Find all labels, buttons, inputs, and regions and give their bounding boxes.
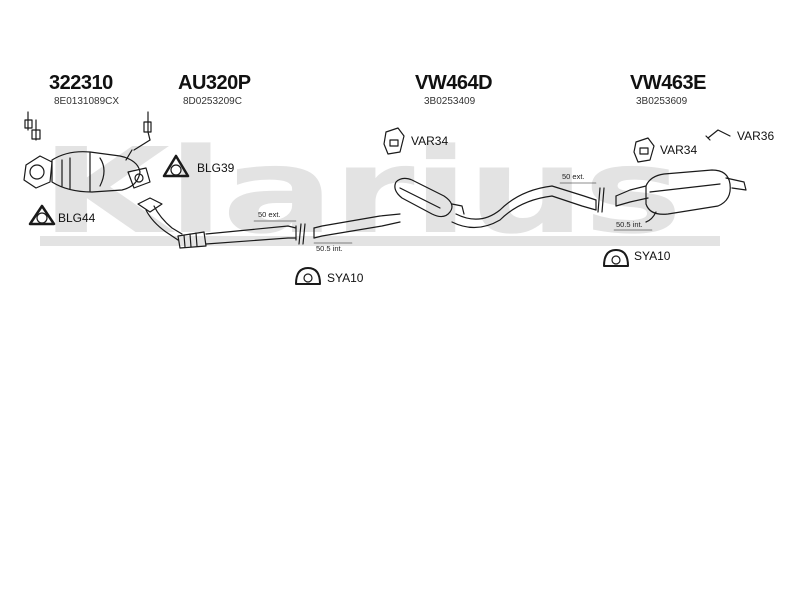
fitting-label-blg39: BLG39 bbox=[197, 161, 235, 175]
fitting-label-sya10-front: SYA10 bbox=[327, 271, 364, 285]
fitting-label-var34-rear: VAR34 bbox=[660, 143, 698, 157]
front-pipe-au320p bbox=[137, 197, 306, 249]
clamp-sya10-front-icon bbox=[295, 267, 321, 285]
hanger-var36-icon bbox=[705, 129, 731, 141]
oem-number-au320p: 8D0253209C bbox=[183, 96, 242, 107]
fitting-label-sya10-rear: SYA10 bbox=[634, 249, 671, 263]
fitting-label-var36: VAR36 bbox=[737, 129, 775, 143]
gasket-blg44-icon bbox=[28, 204, 56, 226]
gasket-blg39-icon bbox=[162, 154, 190, 178]
dimension-front-ext: 50 ext. bbox=[258, 210, 281, 219]
dimension-rear-ext: 50 ext. bbox=[562, 172, 585, 181]
oem-number-vw464d: 3B0253409 bbox=[424, 96, 476, 107]
rubber-mount-var34-front-icon bbox=[383, 127, 405, 155]
oem-number-322310: 8E0131089CX bbox=[54, 96, 120, 107]
part-number-au320p: AU320P bbox=[178, 72, 251, 94]
watermark: Klarius bbox=[40, 122, 720, 260]
dimension-rear-int: 50.5 int. bbox=[616, 220, 643, 229]
watermark-bar bbox=[40, 236, 720, 246]
dimension-front-int: 50.5 int. bbox=[316, 244, 343, 253]
rubber-mount-var34-rear-icon bbox=[633, 137, 655, 163]
rear-silencer-vw463e bbox=[615, 169, 747, 223]
part-number-322310: 322310 bbox=[49, 72, 113, 94]
clamp-sya10-rear-icon bbox=[603, 249, 629, 267]
fitting-label-var34-front: VAR34 bbox=[411, 134, 449, 148]
oem-number-vw463e: 3B0253609 bbox=[636, 96, 688, 107]
fitting-label-blg44: BLG44 bbox=[58, 211, 96, 225]
middle-silencer-vw464d bbox=[313, 177, 605, 239]
part-number-vw463e: VW463E bbox=[630, 72, 706, 94]
catalytic-converter-322310 bbox=[23, 111, 152, 193]
part-number-vw464d: VW464D bbox=[415, 72, 493, 94]
